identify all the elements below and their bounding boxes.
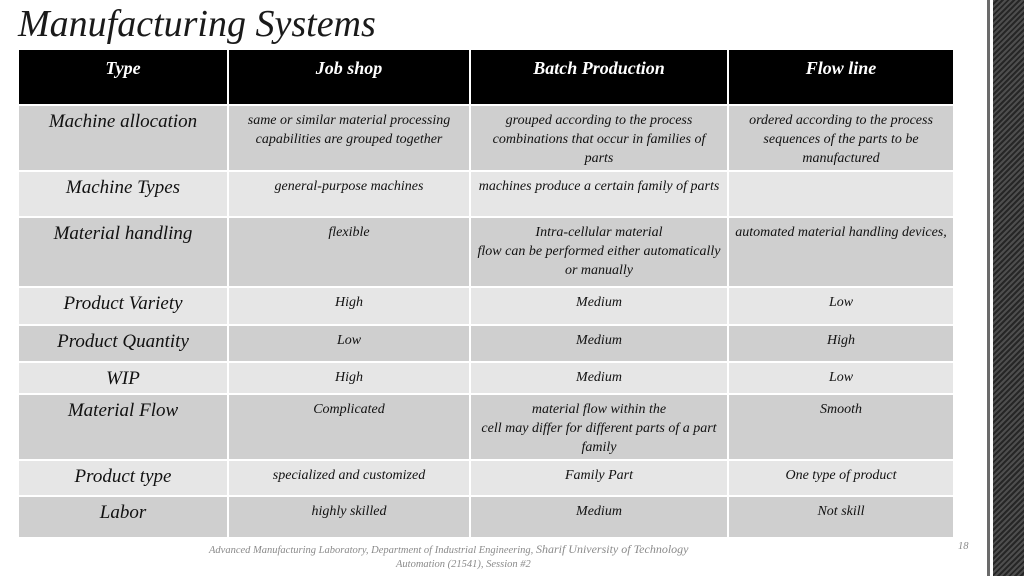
table-row: Product Quantity Low Medium High — [17, 324, 955, 363]
footer-lab-department: Advanced Manufacturing Laboratory, Depar… — [209, 545, 536, 556]
table-cell: High — [227, 361, 471, 395]
table-cell: Complicated — [227, 393, 471, 461]
row-label-material-handling: Material handling — [17, 216, 229, 288]
row-label-product-variety: Product Variety — [17, 286, 229, 326]
row-label-product-quantity: Product Quantity — [17, 324, 229, 363]
header-type: Type — [17, 48, 229, 106]
table-cell: general-purpose machines — [227, 170, 471, 218]
table-row: Product type specialized and customized … — [17, 459, 955, 497]
table-cell: One type of product — [727, 459, 955, 497]
table-row: Material Flow Complicated material flow … — [17, 393, 955, 461]
slide-number: 18 — [958, 541, 969, 552]
table-cell: Low — [727, 361, 955, 395]
table-cell: Smooth — [727, 393, 955, 461]
footer-affiliation: Advanced Manufacturing Laboratory, Depar… — [209, 542, 688, 557]
header-batch-production: Batch Production — [469, 48, 729, 106]
table-cell: grouped according to the process combina… — [469, 104, 729, 172]
row-label-machine-allocation: Machine allocation — [17, 104, 229, 172]
table-cell: highly skilled — [227, 495, 471, 539]
table-header-row: Type Job shop Batch Production Flow line — [17, 48, 955, 106]
table-row: Product Variety High Medium Low — [17, 286, 955, 326]
row-label-labor: Labor — [17, 495, 229, 539]
table-cell: automated material handling devices, — [727, 216, 955, 288]
table-row: Material handling flexible Intra-cellula… — [17, 216, 955, 288]
table-row: Machine Types general-purpose machines m… — [17, 170, 955, 218]
table-cell: High — [227, 286, 471, 326]
decorative-divider — [987, 0, 990, 576]
row-label-machine-types: Machine Types — [17, 170, 229, 218]
table-row: Labor highly skilled Medium Not skill — [17, 495, 955, 539]
header-flow-line: Flow line — [727, 48, 955, 106]
table-cell: material flow within the cell may differ… — [469, 393, 729, 461]
footer-course-session: Automation (21541), Session #2 — [396, 559, 531, 570]
table-cell: same or similar material processing capa… — [227, 104, 471, 172]
table-cell: specialized and customized — [227, 459, 471, 497]
comparison-table: Type Job shop Batch Production Flow line… — [17, 48, 955, 539]
row-label-wip: WIP — [17, 361, 229, 395]
table-cell: Medium — [469, 286, 729, 326]
table-cell: machines produce a certain family of par… — [469, 170, 729, 218]
decorative-stripe-bar — [993, 0, 1024, 576]
table-cell: ordered according to the process sequenc… — [727, 104, 955, 172]
table-cell: High — [727, 324, 955, 363]
table-cell: Low — [227, 324, 471, 363]
table-cell: Family Part — [469, 459, 729, 497]
row-label-material-flow: Material Flow — [17, 393, 229, 461]
table-cell: Low — [727, 286, 955, 326]
table-cell: Not skill — [727, 495, 955, 539]
table-cell: Medium — [469, 495, 729, 539]
table-cell — [727, 170, 955, 218]
row-label-product-type: Product type — [17, 459, 229, 497]
table-cell: Intra-cellular material flow can be perf… — [469, 216, 729, 288]
table-cell: flexible — [227, 216, 471, 288]
footer-university: Sharif University of Technology — [535, 542, 689, 556]
table-row: Machine allocation same or similar mater… — [17, 104, 955, 172]
slide-title: Manufacturing Systems — [18, 3, 376, 45]
table-cell: Medium — [469, 324, 729, 363]
header-job-shop: Job shop — [227, 48, 471, 106]
table-cell: Medium — [469, 361, 729, 395]
table-row: WIP High Medium Low — [17, 361, 955, 395]
